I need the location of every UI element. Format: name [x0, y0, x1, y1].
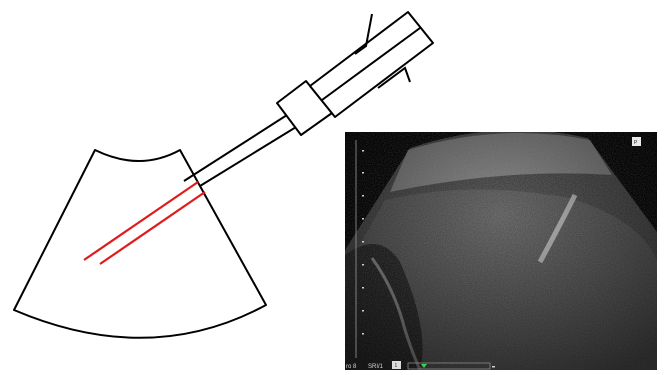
footer-tick: [492, 366, 495, 368]
footer-left-label: ro 8: [346, 364, 357, 370]
footer-mid-label: SRI/1: [368, 364, 384, 370]
needle-shaft: [184, 115, 301, 186]
footer-box-label: 1: [395, 363, 398, 369]
ultrasound-vignette: [345, 132, 657, 370]
ultrasound-image-panel: P ro 8 SRI/1 1: [345, 130, 657, 370]
ultrasound-fan-outline: [14, 150, 266, 338]
needle-path-red: [84, 182, 205, 264]
